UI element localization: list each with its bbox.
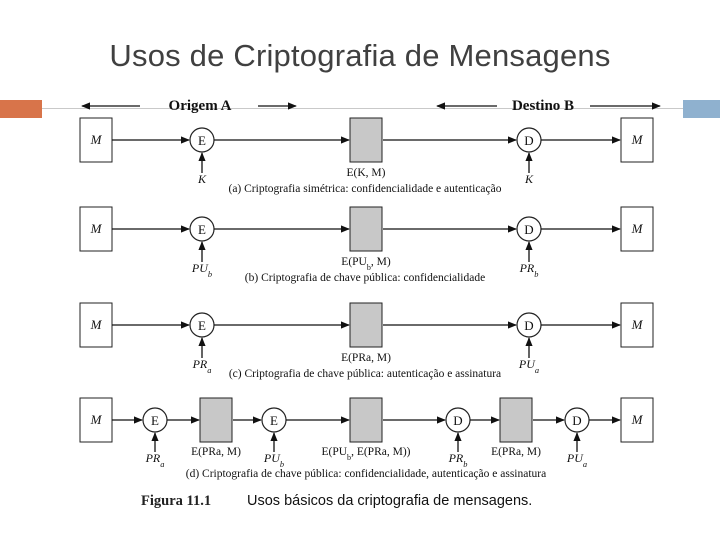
row-d-m-right-label: M — [631, 412, 644, 427]
row-c-key-right: PUa — [518, 357, 539, 375]
row-b-key-left: PUb — [191, 261, 212, 279]
row-d-cipher-box-2 — [349, 397, 383, 443]
row-d-key-2: PUb — [263, 451, 284, 469]
row-c-m-left — [79, 302, 113, 348]
row-c-m-right — [620, 302, 654, 348]
row-d-key-1: PRa — [145, 451, 165, 469]
row-d-key-3: PRb — [448, 451, 468, 469]
row-d-cipher-box-1 — [199, 397, 233, 443]
row-d-m-left-label: M — [90, 412, 103, 427]
row-b-m-right-label: M — [631, 221, 644, 236]
row-c-m-right-label: M — [631, 317, 644, 332]
row-a-key-right: K — [524, 172, 534, 186]
row-d-cipher-label-3: E(PRa, M) — [491, 446, 541, 458]
row-c-caption: (c) Criptografia de chave pública: auten… — [229, 368, 501, 380]
row-c-key-left: PRa — [192, 357, 212, 375]
row-d-cipher-label-1: E(PRa, M) — [191, 446, 241, 458]
row-a-m-right-label: M — [631, 132, 644, 147]
row-b-m-right — [620, 206, 654, 252]
row-a-caption: (a) Criptografia simétrica: confidencial… — [229, 183, 502, 195]
row-a-decrypt-label: D — [524, 133, 533, 148]
row-a-cipher-box — [349, 117, 383, 163]
row-d-decrypt-1-label: D — [453, 413, 462, 428]
row-d-cipher-label-2: E(PUb, E(PRa, M)) — [321, 446, 410, 462]
row-b-decrypt-label: D — [524, 222, 533, 237]
row-c-m-left-label: M — [90, 317, 103, 332]
accent-bar-left — [0, 100, 42, 118]
origin-label: Origem A — [169, 98, 232, 114]
row-b-key-right: PRb — [519, 261, 539, 279]
row-a-encrypt-label: E — [198, 133, 206, 148]
row-a-m-right — [620, 117, 654, 163]
row-d-decrypt-2-label: D — [572, 413, 581, 428]
row-d-cipher-box-3 — [499, 397, 533, 443]
figure-caption-text: Usos básicos da criptografia de mensagen… — [247, 493, 533, 509]
row-b-cipher-label: E(PUb, M) — [341, 256, 391, 272]
row-d-encrypt-1-label: E — [151, 413, 159, 428]
row-a-key-left: K — [197, 172, 207, 186]
row-d-m-right — [620, 397, 654, 443]
row-b-caption: (b) Criptografia de chave pública: confi… — [245, 272, 485, 284]
row-d-encrypt-2-label: E — [270, 413, 278, 428]
row-d-caption: (d) Criptografia de chave pública: confi… — [186, 468, 546, 480]
row-a-m-left — [79, 117, 113, 163]
row-b-m-left-label: M — [90, 221, 103, 236]
row-c-encrypt-label: E — [198, 318, 206, 333]
row-c-cipher-label: E(PRa, M) — [341, 352, 391, 364]
row-d-key-4: PUa — [566, 451, 587, 469]
row-c-cipher-box — [349, 302, 383, 348]
row-b-cipher-box — [349, 206, 383, 252]
title-divider — [42, 108, 683, 109]
accent-bar-right — [683, 100, 720, 118]
row-c-decrypt-label: D — [524, 318, 533, 333]
row-b-encrypt-label: E — [198, 222, 206, 237]
row-d-m-left — [79, 397, 113, 443]
row-a-cipher-label: E(K, M) — [347, 167, 386, 179]
slide-title: Usos de Criptografia de Mensagens — [109, 38, 611, 73]
row-a-m-left-label: M — [90, 132, 103, 147]
dest-label: Destino B — [512, 98, 574, 114]
figure-number: Figura 11.1 — [141, 493, 212, 509]
